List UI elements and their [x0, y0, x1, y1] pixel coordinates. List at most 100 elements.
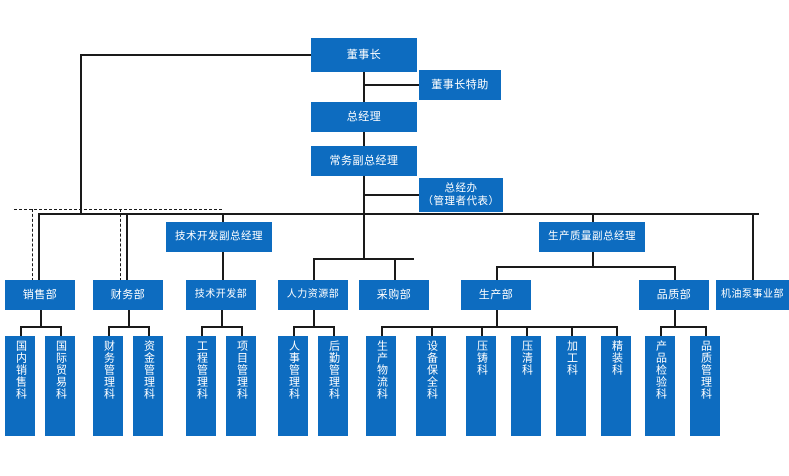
node-department[interactable]: 财务部: [93, 280, 163, 310]
connector-tech-down: [221, 310, 223, 326]
connector-hr-bar: [293, 326, 334, 328]
connector-gm-down: [363, 132, 365, 147]
node-department[interactable]: 销售部: [5, 280, 75, 310]
node-department[interactable]: 技术开发部: [186, 280, 256, 310]
section-label: 设备保全科: [425, 340, 439, 400]
connector-split-to-purchasing: [394, 258, 396, 281]
node-section[interactable]: 国际贸易科: [45, 336, 75, 436]
node-general-manager[interactable]: 总经理: [311, 102, 417, 132]
connector-hr-split-bar: [313, 258, 414, 260]
section-label: 加工科: [565, 340, 579, 376]
connector-dashed-bus: [14, 209, 222, 210]
connector-tech-leaf-1: [201, 326, 203, 337]
node-general-manager-office[interactable]: 总经办 （管理者代表）: [419, 178, 503, 212]
section-label: 财务管理科: [102, 340, 116, 400]
section-label: 项目管理科: [235, 340, 249, 400]
node-section[interactable]: 后勤管理科: [318, 336, 348, 436]
connector-sales-bar: [20, 326, 61, 328]
connector-finance-leaf-2: [148, 326, 150, 337]
node-section[interactable]: 国内销售科: [5, 336, 35, 436]
node-department[interactable]: 机油泵事业部: [716, 280, 789, 310]
node-section[interactable]: 压铸科: [466, 336, 496, 436]
connector-hr-leaf-2: [333, 326, 335, 337]
connector-sales-leaf-2: [60, 326, 62, 337]
gm-office-line-1: 总经办: [444, 181, 478, 194]
node-department[interactable]: 人力资源部: [278, 280, 348, 310]
connector-quality-bar: [660, 326, 705, 328]
gm-office-line-2: （管理者代表）: [422, 195, 500, 207]
connector-bus-to-oilpump: [752, 213, 754, 281]
node-section[interactable]: 资金管理科: [133, 336, 163, 436]
connector-bus-to-finance: [126, 213, 128, 281]
node-section[interactable]: 精装科: [601, 336, 631, 436]
connector-bus-to-hr-split: [363, 213, 365, 258]
section-label: 人事管理科: [287, 340, 301, 400]
node-tech-development-deputy-gm[interactable]: 技术开发副总经理: [166, 222, 272, 252]
connector-split-to-production: [496, 266, 498, 281]
section-label: 精装科: [610, 340, 624, 376]
connector-sales-leaf-1: [20, 326, 22, 337]
section-label: 品质管理科: [699, 340, 713, 400]
connector-chairman-left-stem: [80, 54, 82, 213]
connector-quality-down: [674, 310, 676, 326]
connector-production-bar: [381, 326, 616, 328]
connector-finance-leaf-1: [108, 326, 110, 337]
section-label: 后勤管理科: [327, 340, 341, 400]
connector-hr-leaf-1: [293, 326, 295, 337]
connector-prodq-split-bar: [496, 266, 674, 268]
section-label: 产品检验科: [654, 340, 668, 400]
section-label: 国内销售科: [14, 340, 28, 400]
connector-hr-down: [313, 310, 315, 326]
node-chairman[interactable]: 董事长: [311, 38, 417, 72]
connector-sales-down: [40, 310, 42, 326]
node-section[interactable]: 设备保全科: [416, 336, 446, 436]
connector-production-down: [496, 310, 498, 326]
section-label: 生产物流科: [375, 340, 389, 400]
node-section[interactable]: 工程管理科: [186, 336, 216, 436]
section-label: 资金管理科: [142, 340, 156, 400]
connector-dashed-to-sales: [32, 209, 33, 281]
connector-tech-dep-gm-down: [222, 252, 224, 281]
connector-production-leaf-2: [431, 326, 433, 337]
node-section[interactable]: 财务管理科: [93, 336, 123, 436]
connector-tech-leaf-2: [241, 326, 243, 337]
connector-bus-to-sales: [38, 213, 40, 281]
connector-chairman-left-arm: [80, 54, 312, 56]
connector-bus-to-tech-dep-gm: [222, 213, 224, 223]
node-section[interactable]: 人事管理科: [278, 336, 308, 436]
connector-prodq-dep-gm-down: [592, 252, 594, 266]
connector-finance-bar: [108, 326, 149, 328]
connector-production-leaf-4: [526, 326, 528, 337]
node-section[interactable]: 压清科: [511, 336, 541, 436]
connector-chairman-down: [363, 72, 365, 104]
connector-exec-to-gm-office: [363, 194, 420, 196]
connector-production-leaf-3: [481, 326, 483, 337]
connector-dashed-to-finance: [120, 209, 121, 281]
node-section[interactable]: 品质管理科: [690, 336, 720, 436]
node-production-quality-deputy-gm[interactable]: 生产质量副总经理: [539, 222, 645, 252]
section-label: 压清科: [520, 340, 534, 376]
node-section[interactable]: 生产物流科: [366, 336, 396, 436]
section-label: 工程管理科: [195, 340, 209, 400]
connector-split-to-quality: [674, 266, 676, 281]
connector-production-leaf-5: [571, 326, 573, 337]
connector-quality-leaf-1: [660, 326, 662, 337]
connector-main-bus: [38, 213, 759, 215]
node-department[interactable]: 品质部: [639, 280, 709, 310]
connector-bus-to-prodq-dep-gm: [592, 213, 594, 223]
node-executive-deputy-general-manager[interactable]: 常务副总经理: [311, 146, 417, 176]
node-section[interactable]: 项目管理科: [226, 336, 256, 436]
connector-chairman-to-assistant: [363, 84, 420, 86]
node-chairman-assistant[interactable]: 董事长特助: [419, 70, 501, 100]
connector-split-to-hr: [313, 258, 315, 281]
node-section[interactable]: 产品检验科: [645, 336, 675, 436]
section-label: 国际贸易科: [54, 340, 68, 400]
node-department[interactable]: 生产部: [461, 280, 531, 310]
connector-production-leaf-6: [616, 326, 618, 337]
node-department[interactable]: 采购部: [359, 280, 429, 310]
connector-production-leaf-1: [381, 326, 383, 337]
connector-finance-down: [128, 310, 130, 326]
connector-quality-leaf-2: [705, 326, 707, 337]
node-section[interactable]: 加工科: [556, 336, 586, 436]
